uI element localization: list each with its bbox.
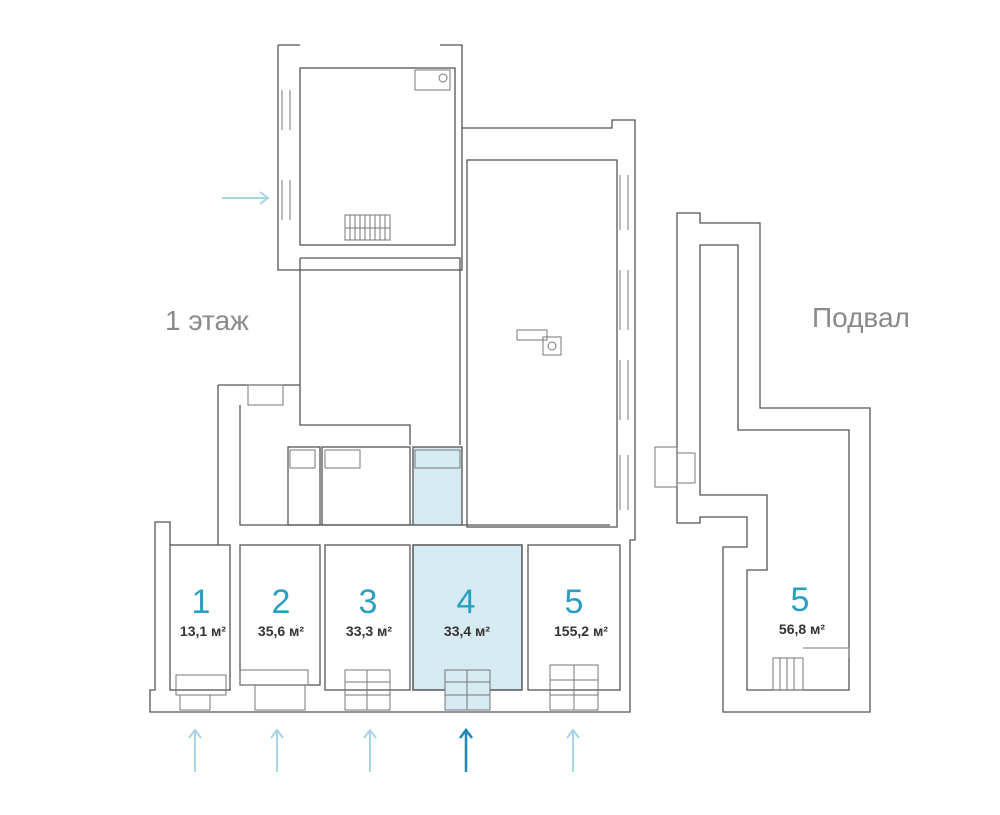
first-floor-label: 1 этаж: [165, 305, 249, 336]
entrance-arrows: [188, 191, 580, 772]
entrance-arrow-icon: [222, 191, 270, 205]
unit-labels: 1 13,1 м² 2 35,6 м² 3 33,3 м² 4 33,4 м² …: [180, 581, 825, 639]
unit-number: 4: [457, 583, 476, 621]
unit-1-room[interactable]: [169, 544, 231, 691]
basement-label: Подвал: [812, 302, 910, 333]
window-icon: [281, 90, 291, 220]
basement-unit-area: 56,8 м²: [779, 621, 825, 637]
unit-number: 1: [192, 583, 211, 621]
unit-area: 35,6 м²: [258, 623, 304, 639]
unit-area: 33,3 м²: [346, 623, 392, 639]
window-icon: [619, 175, 629, 510]
toilet-icon: [289, 449, 316, 469]
entrance-arrow-icon: [566, 728, 580, 772]
toilet-icon: [414, 449, 461, 469]
first-floor-plan: [149, 44, 636, 713]
middle-room: [299, 257, 461, 445]
unit-area: 33,4 м²: [444, 623, 490, 639]
stairs-icon: [344, 214, 391, 241]
entrance-arrow-icon: [363, 728, 377, 772]
entrance-arrow-icon: [270, 728, 284, 772]
unit-number: 3: [359, 583, 378, 621]
upper-room: [299, 67, 456, 246]
large-room: [466, 159, 618, 528]
unit-area: 13,1 м²: [180, 623, 226, 639]
toilet-icon: [324, 449, 361, 469]
basement-plan: [654, 212, 871, 713]
unit-4-corridor[interactable]: [412, 446, 463, 526]
basement-room[interactable]: [699, 244, 850, 691]
toilet-icon: [414, 69, 451, 91]
unit-number: 5: [565, 583, 584, 621]
unit-number: 2: [272, 583, 291, 621]
column-icon: [542, 336, 562, 356]
basement-unit-number: 5: [791, 581, 810, 619]
entrance-arrow-icon: [188, 728, 202, 772]
unit-4-room[interactable]: [412, 544, 523, 691]
basement-outer-wall: [676, 212, 871, 713]
stairs-icon: [772, 647, 850, 691]
outer-wall: [149, 45, 636, 713]
door-icons: [175, 664, 599, 711]
entrance-arrow-active-icon: [459, 727, 473, 772]
unit-area: 155,2 м²: [554, 623, 608, 639]
